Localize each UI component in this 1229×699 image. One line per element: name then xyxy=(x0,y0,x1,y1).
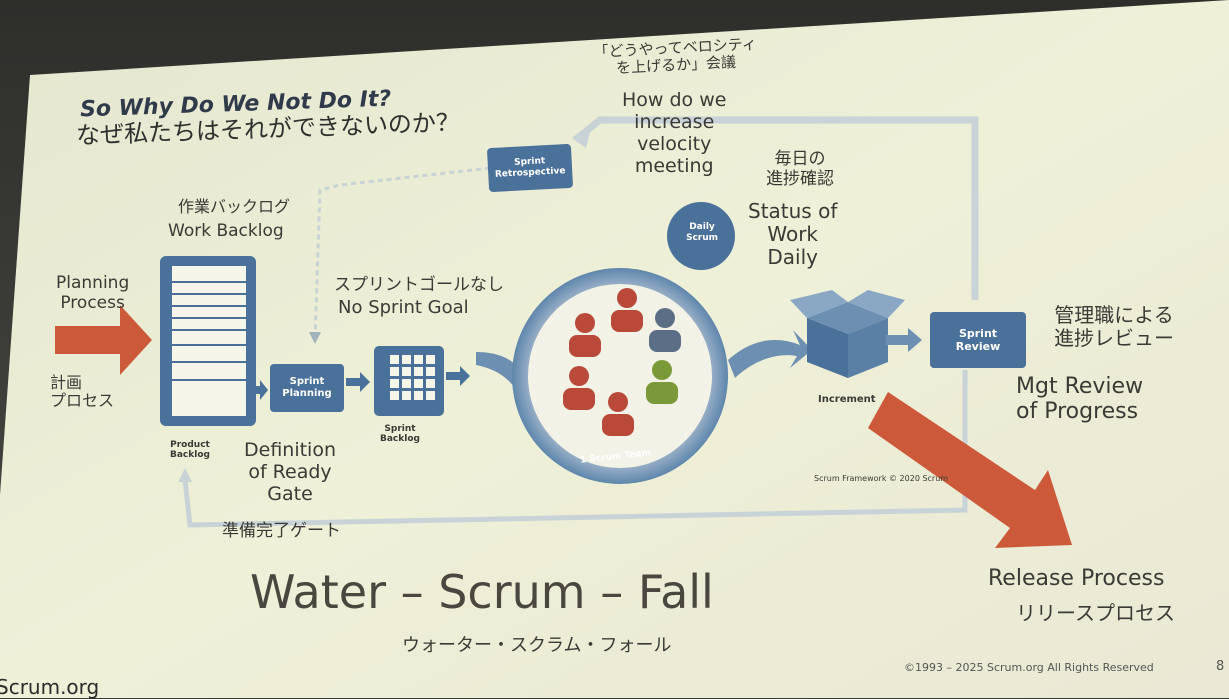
work-backlog-ja: 作業バックログ xyxy=(178,197,291,216)
velocity-en: How do we increase velocity meeting xyxy=(622,89,727,177)
main-heading-en: Water – Scrum – Fall xyxy=(250,565,714,619)
top-loop-line xyxy=(572,116,979,300)
team-people xyxy=(563,288,681,436)
scrum-org-logo: Scrum.org xyxy=(0,675,100,699)
page-number: 8 xyxy=(1216,659,1225,674)
sprint-review-label: Sprint Review xyxy=(955,326,1001,353)
copyright: ©1993 – 2025 Scrum.org All Rights Reserv… xyxy=(904,661,1154,674)
no-goal-en: No Sprint Goal xyxy=(338,297,469,318)
product-backlog-label: Product Backlog xyxy=(170,440,210,461)
dor-label-ja: 準備完了ゲート xyxy=(222,521,341,541)
sprint-planning-box: Sprint Planning xyxy=(270,364,344,412)
sprint-review-box: Sprint Review xyxy=(930,312,1026,368)
no-goal-ja: スプリントゴールなし xyxy=(334,275,504,295)
release-en: Release Process xyxy=(988,566,1165,591)
planning-arrow xyxy=(55,305,152,375)
increment-cube xyxy=(790,290,905,378)
status-en: Status of Work Daily xyxy=(748,199,838,269)
main-heading-ja: ウォーター・スクラム・フォール xyxy=(402,635,672,656)
dor-label-en: Definition of Ready Gate xyxy=(244,439,337,505)
retro-loop-line xyxy=(313,166,491,341)
release-arrow xyxy=(868,392,1072,548)
planning-label-en: Planning Process xyxy=(56,273,130,313)
increment-label: Increment xyxy=(818,394,876,405)
planning-label-ja: 計画 プロセス xyxy=(50,373,115,411)
daily-scrum-circle xyxy=(667,202,735,270)
bottom-loop-line xyxy=(182,370,968,528)
framework-credit: Scrum Framework © 2020 Scrum xyxy=(814,474,949,483)
release-ja: リリースプロセス xyxy=(1016,601,1175,625)
daily-scrum-label: Daily Scrum xyxy=(685,222,719,244)
sprint-retrospective-box: Sprint Retrospective xyxy=(486,143,574,193)
mgt-ja: 管理職による 進捗レビュー xyxy=(1054,303,1174,350)
work-backlog-en: Work Backlog xyxy=(168,221,284,241)
sprint-planning-label: Sprint Planning xyxy=(282,376,332,399)
mgt-en: Mgt Review of Progress xyxy=(1016,374,1144,425)
status-ja: 毎日の 進捗確認 xyxy=(766,149,834,189)
sprint-backlog-label: Sprint Backlog xyxy=(380,424,420,445)
sprint-retrospective-label: Sprint Retrospective xyxy=(494,156,566,180)
